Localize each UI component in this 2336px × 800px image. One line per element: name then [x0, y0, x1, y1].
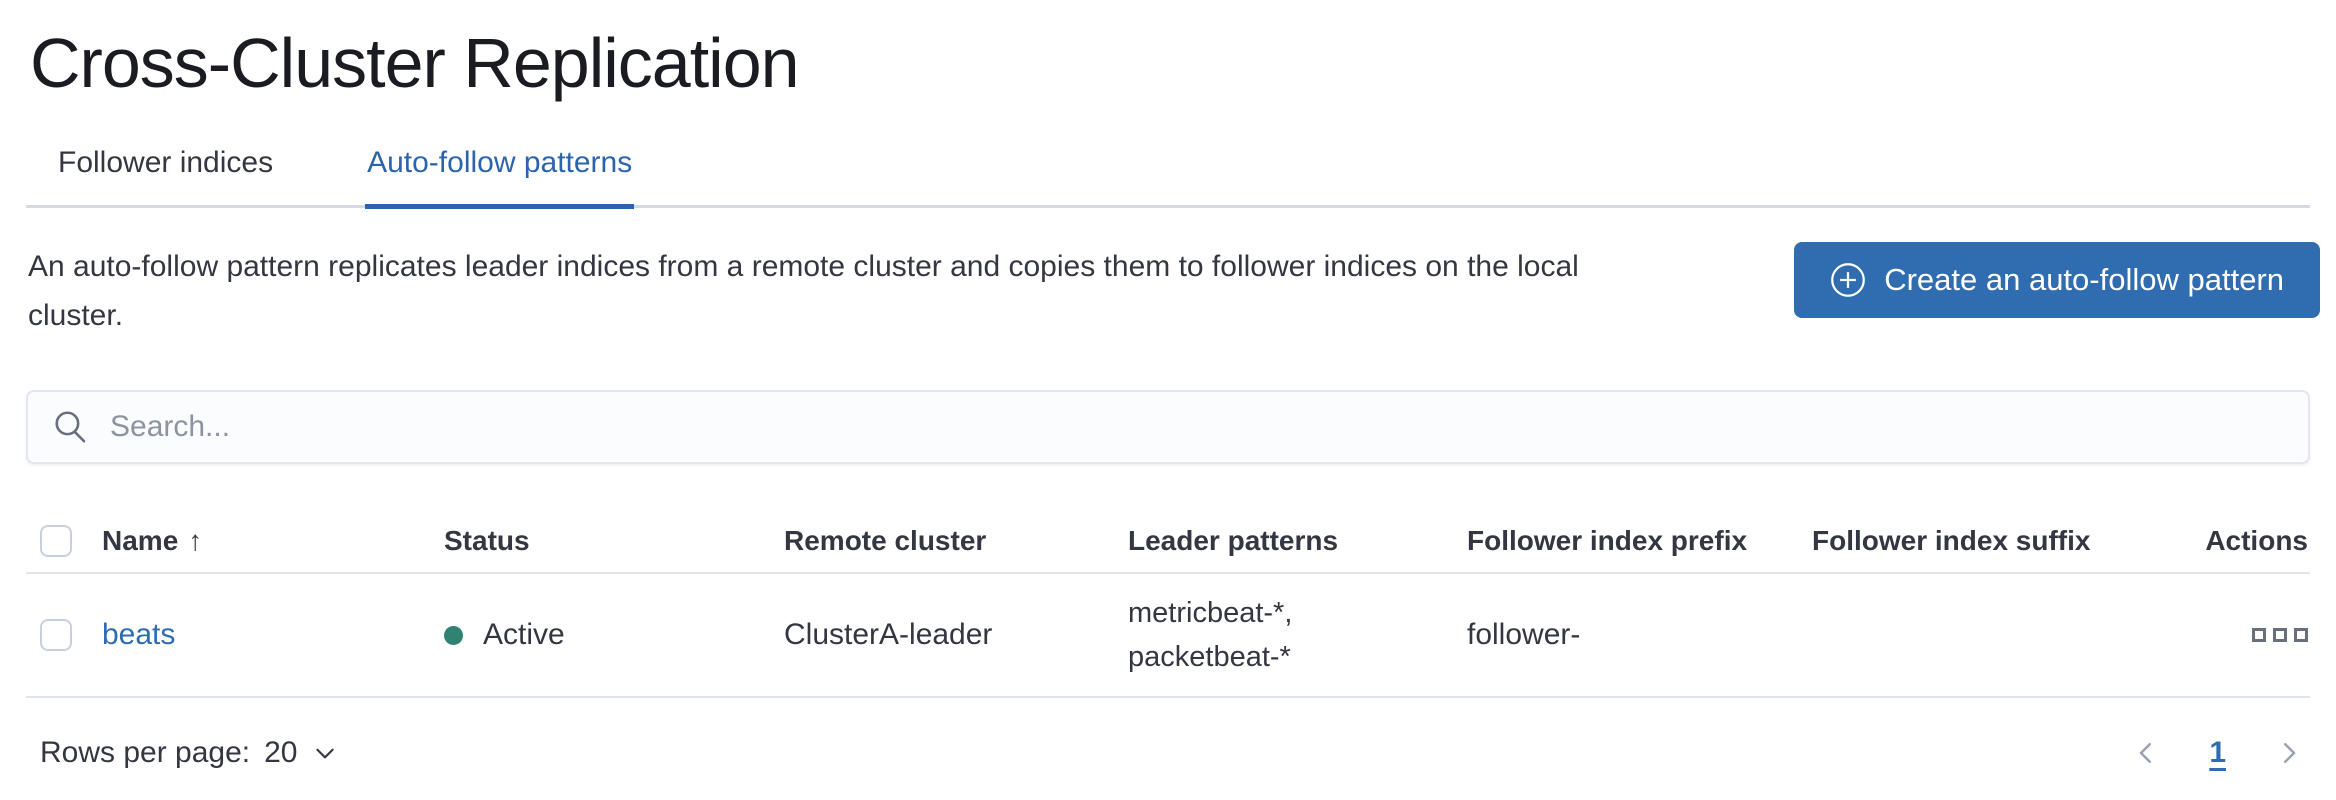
table-header-row: Name ↑ Status Remote cluster Leader patt… — [26, 510, 2310, 574]
leader-pattern-line: packetbeat-* — [1128, 641, 1291, 673]
auto-follow-patterns-table: Name ↑ Status Remote cluster Leader patt… — [26, 510, 2310, 698]
search-icon — [55, 411, 86, 443]
search-bar — [26, 390, 2310, 464]
rows-per-page-label: Rows per page: — [40, 736, 251, 769]
column-header-leader-patterns: Leader patterns — [1128, 525, 1339, 556]
tab-bar: Follower indices Auto-follow patterns — [26, 136, 2310, 209]
rows-per-page-button[interactable]: Rows per page: 20 — [40, 736, 338, 770]
select-all-checkbox[interactable] — [40, 525, 72, 557]
chevron-down-icon — [315, 748, 334, 759]
status-cell: Active — [444, 618, 784, 652]
table-row: beats Active ClusterA-leader metricbeat-… — [26, 574, 2310, 698]
column-header-remote-cluster: Remote cluster — [784, 525, 987, 556]
status-active-dot-icon — [444, 625, 463, 645]
tab-follower-indices[interactable]: Follower indices — [58, 146, 274, 179]
intro-section: An auto-follow pattern replicates leader… — [26, 242, 2320, 340]
leader-pattern-line: metricbeat-*, — [1128, 597, 1293, 629]
previous-page-button[interactable] — [2131, 738, 2161, 768]
column-header-follower-index-prefix: Follower index prefix — [1467, 525, 1748, 556]
column-header-status: Status — [444, 525, 530, 556]
pattern-name-link[interactable]: beats — [102, 618, 176, 651]
cross-cluster-replication-page: Cross-Cluster Replication Follower indic… — [26, 24, 2320, 770]
row-checkbox[interactable] — [40, 619, 72, 651]
sort-ascending-icon: ↑ — [188, 525, 203, 556]
create-auto-follow-pattern-button[interactable]: Create an auto-follow pattern — [1794, 242, 2320, 318]
chevron-right-icon — [2284, 743, 2296, 763]
chevron-left-icon — [2140, 743, 2152, 763]
rows-per-page-value: 20 — [264, 736, 298, 769]
remote-cluster-cell: ClusterA-leader — [784, 618, 993, 651]
pagination: 1 — [2131, 736, 2304, 770]
next-page-button[interactable] — [2274, 738, 2304, 768]
search-input[interactable] — [110, 410, 2284, 444]
page-title: Cross-Cluster Replication — [30, 24, 800, 102]
column-header-follower-index-suffix: Follower index suffix — [1812, 525, 2091, 556]
follower-index-prefix-cell: follower- — [1467, 618, 1581, 651]
plus-in-circle-icon — [1831, 263, 1866, 297]
boxes-horizontal-icon — [2294, 628, 2308, 642]
status-label: Active — [483, 618, 565, 651]
row-actions-button[interactable] — [2246, 622, 2310, 648]
create-button-label: Create an auto-follow pattern — [1884, 262, 2284, 297]
tab-auto-follow-patterns[interactable]: Auto-follow patterns — [365, 136, 635, 209]
leader-patterns-cell: metricbeat-*, packetbeat-* — [1128, 591, 1467, 679]
boxes-horizontal-icon — [2273, 628, 2287, 642]
table-footer: Rows per page: 20 1 — [26, 736, 2310, 770]
page-description: An auto-follow pattern replicates leader… — [28, 250, 1579, 332]
boxes-horizontal-icon — [2252, 628, 2266, 642]
column-header-name[interactable]: Name ↑ — [102, 525, 203, 556]
column-header-actions: Actions — [2205, 525, 2308, 556]
page-number-1[interactable]: 1 — [2209, 736, 2226, 769]
